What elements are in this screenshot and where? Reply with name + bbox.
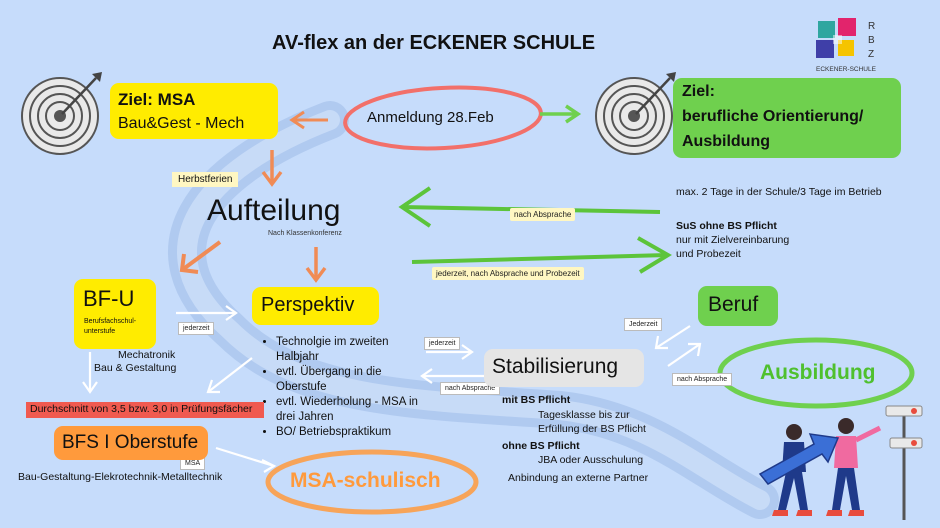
arrow-aufteilung-to-bfu [179, 240, 222, 274]
goal-orientierung-line3: Ausbildung [682, 133, 770, 150]
arrow-bfu-down [82, 352, 98, 394]
perspektiv-box: Perspektiv [252, 287, 379, 325]
bfu-box: BF-U Berufsfachschul- unterstufe [74, 279, 156, 349]
tag-jederzeit-bfu: jederzeit [178, 322, 215, 335]
arrow-msa-to-aufteilung [261, 150, 283, 187]
stab-mit-line1: Tagesklasse bis zur [538, 409, 630, 421]
logo-caption: ECKENER-SCHULE [816, 66, 876, 73]
arrow-green-right [411, 236, 672, 274]
arrow-perspektiv-to-stabilisierung [426, 344, 474, 360]
logo-letter-z: Z [868, 49, 875, 60]
arrow-stabilisierung-to-beruf [667, 342, 702, 367]
msa-schulisch-label: MSA-schulisch [290, 469, 441, 492]
logo-letter-r: R [868, 21, 876, 32]
tag-jederzeit-stab: jederzeit [424, 337, 461, 350]
tag-jederzeit-probezeit: jederzeit, nach Absprache und Probezeit [432, 267, 584, 280]
bfu-sub2: unterstufe [84, 328, 116, 335]
info-sus-title: SuS ohne BS Pflicht [676, 220, 777, 232]
stab-mit-title: mit BS Pflicht [502, 394, 571, 406]
aufteilung-sub: Nach Klassenkonferenz [268, 230, 342, 237]
logo-letter-b: B [868, 35, 875, 46]
arrow-bfu-to-perspektiv [176, 305, 238, 321]
bfu-title: BF-U [83, 286, 135, 311]
beruf-title: Beruf [708, 293, 759, 316]
info-sus-line1: nur mit Zielvereinbarung [676, 234, 790, 246]
bfs-box: BFS I Oberstufe [54, 426, 208, 460]
aufteilung-title: Aufteilung [207, 194, 341, 227]
tag-nach-absprache: nach Absprache [510, 208, 576, 221]
target-icon [595, 72, 676, 155]
info-tage: max. 2 Tage in der Schule/3 Tage im Betr… [676, 186, 882, 198]
stab-ohne-line1: JBA oder Ausschulung [538, 454, 644, 466]
beruf-box: Beruf [698, 286, 778, 326]
bfu-sub1: Berufsfachschul- [84, 318, 137, 325]
mechatronik-line2: Bau & Gestaltung [94, 362, 177, 374]
stabilisierung-title: Stabilisierung [492, 355, 619, 378]
arrow-perspektiv-to-bfs [206, 357, 253, 394]
perspektiv-bullet: evtl. Übergang in die Oberstufe [276, 365, 424, 395]
arrow-aufteilung-to-perspektiv [305, 247, 327, 283]
goal-msa-title: Ziel: MSA [118, 90, 196, 109]
perspektiv-bullet: Technolgie im zweiten Halbjahr [276, 335, 424, 365]
target-icon [21, 72, 102, 155]
durchschnitt-box: Durchschnitt von 3,5 bzw. 3,0 in Prüfung… [26, 402, 264, 418]
goal-orientierung-box: Ziel: berufliche Orientierung/ Ausbildun… [673, 78, 901, 158]
tag-nach-absprache-stab: nach Absprache [440, 382, 501, 395]
goal-orientierung-line2: berufliche Orientierung/ [682, 108, 864, 125]
arrow-bfs-to-msa [215, 446, 277, 473]
stabilisierung-box: Stabilisierung [484, 349, 644, 387]
tag-nach-absprache-beruf: nach Absprache [672, 373, 733, 386]
goal-orientierung-line1: Ziel: [682, 83, 715, 100]
arrow-stabilisierung-to-perspektiv [420, 368, 484, 384]
arrow-to-ziel-beruf [540, 104, 582, 124]
perspektiv-title: Perspektiv [261, 294, 355, 316]
people-arrow-illustration [758, 405, 923, 520]
goal-msa-box: Ziel: MSA Bau&Gest - Mech [110, 83, 278, 139]
logo-squares-icon [816, 18, 856, 58]
page-title: AV-flex an der ECKENER SCHULE [272, 32, 596, 54]
ausbildung-label: Ausbildung [760, 361, 876, 384]
arrow-to-ziel-msa [289, 110, 328, 130]
stab-ohne-title: ohne BS Pflicht [502, 440, 580, 452]
bfs-sub: Bau-Gestaltung-Elekrotechnik-Metalltechn… [18, 471, 223, 483]
perspektiv-list: Technolgie im zweiten Halbjahr evtl. Übe… [264, 335, 424, 440]
tag-jederzeit-beruf: Jederzeit [624, 318, 663, 331]
perspektiv-bullet: evtl. Wiederholung - MSA in drei Jahren [276, 395, 424, 425]
bfs-title: BFS I Oberstufe [62, 432, 199, 453]
goal-msa-sub: Bau&Gest - Mech [118, 115, 245, 132]
herbstferien-tag: Herbstferien [172, 172, 239, 187]
stab-partner: Anbindung an externe Partner [508, 472, 649, 484]
logo: R B Z ECKENER-SCHULE [816, 18, 886, 78]
msa-schulisch-oval [265, 449, 479, 515]
mechatronik-line1: Mechatronik [118, 349, 176, 361]
arrow-beruf-to-stabilisierung [654, 325, 691, 350]
anmeldung-label: Anmeldung 28.Feb [367, 109, 494, 126]
stab-mit-line2: Erfüllung der BS Pflicht [538, 423, 646, 435]
perspektiv-bullet: BO/ Betriebspraktikum [276, 425, 424, 440]
info-sus-line2: und Probezeit [676, 248, 741, 260]
